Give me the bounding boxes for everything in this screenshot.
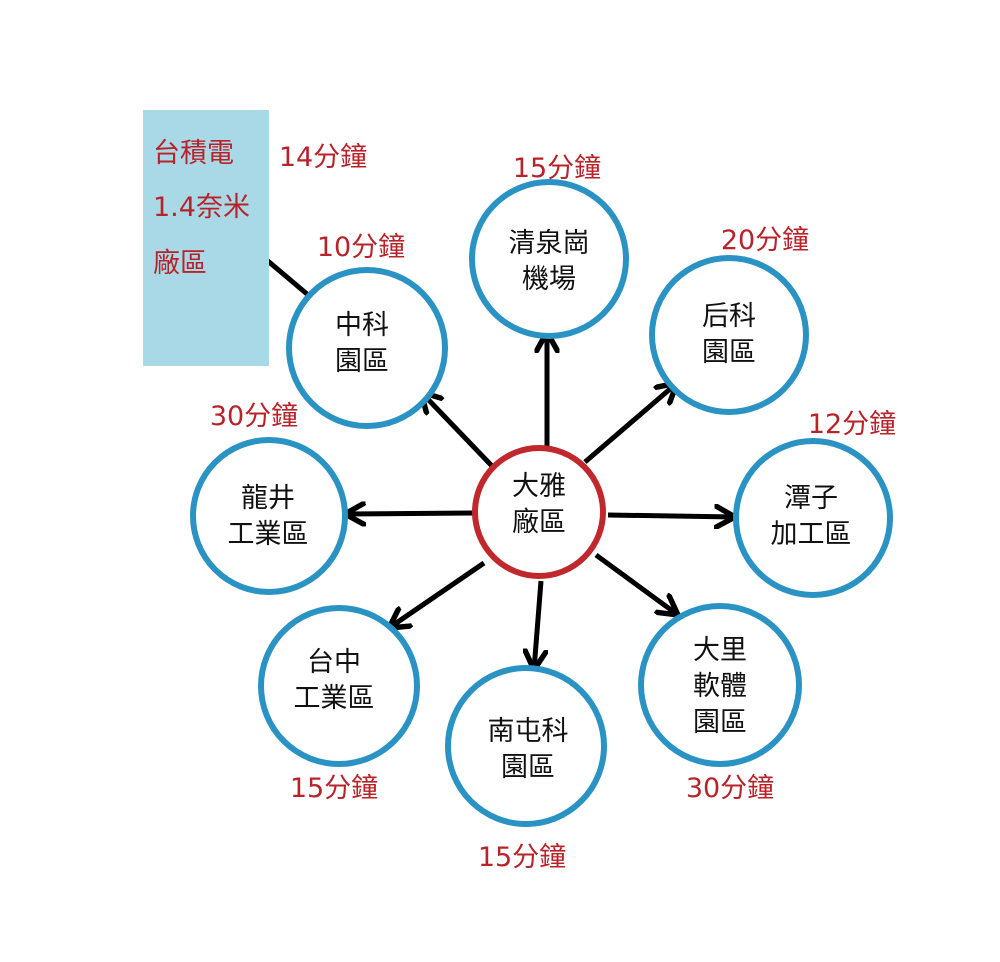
tsmc-line2: 1.4奈米 <box>153 192 250 223</box>
hub-label-line1: 大雅 <box>512 471 566 502</box>
node-label-line3: 園區 <box>693 707 747 738</box>
node-label-line1: 潭子 <box>784 483 838 514</box>
tsmc-line1: 台積電 <box>153 138 234 169</box>
node-label-nantun-park: 南屯科 園區 <box>488 714 569 786</box>
time-label-tsmc: 14分鐘 <box>278 142 368 173</box>
arrow-to-houli-park <box>583 383 677 464</box>
node-label-houli-park: 后科 園區 <box>702 299 756 371</box>
time-label-taichung-ip: 15分鐘 <box>289 773 379 804</box>
time-label-central-park: 10分鐘 <box>316 232 406 263</box>
node-label-line2: 工業區 <box>227 519 309 550</box>
node-label-line1: 南屯科 <box>487 716 569 747</box>
node-ring-tanzi-epz <box>733 438 893 598</box>
node-label-line1: 中科 <box>335 310 389 341</box>
time-label-longjing-ip: 30分鐘 <box>209 401 299 432</box>
node-label-dali-software: 大里 軟體 園區 <box>693 633 747 741</box>
time-label-dali-software: 30分鐘 <box>685 773 775 804</box>
node-label-line2: 園區 <box>335 346 389 377</box>
node-label-line1: 大里 <box>693 635 747 666</box>
time-label-houli-park: 20分鐘 <box>720 225 810 256</box>
node-ring-cck-airport <box>469 179 629 339</box>
tsmc-highlight-box <box>143 110 269 366</box>
node-label-line1: 后科 <box>702 301 756 332</box>
node-label-line2: 園區 <box>702 337 756 368</box>
arrow-to-dali-software <box>594 552 678 615</box>
node-label-taichung-ip: 台中 工業區 <box>294 645 375 717</box>
node-label-line2: 加工區 <box>770 519 852 550</box>
node-label-cck-airport: 清泉崗 機場 <box>509 226 590 298</box>
node-label-central-park: 中科 園區 <box>335 308 389 380</box>
node-label-tanzi-epz: 潭子 加工區 <box>771 481 852 553</box>
arrow-to-central-park <box>421 392 494 468</box>
node-label-line1: 清泉崗 <box>508 228 590 259</box>
hub-label: 大雅 廠區 <box>512 469 566 541</box>
node-ring-houli-park <box>649 255 809 415</box>
arrow-to-nantun-park <box>534 580 541 670</box>
tsmc-line3: 廠區 <box>153 248 207 279</box>
node-label-line1: 龍井 <box>241 483 295 514</box>
arrow-to-longjing-ip <box>345 513 474 514</box>
node-ring-dali-software <box>638 603 802 767</box>
node-label-longjing-ip: 龍井 工業區 <box>228 481 309 553</box>
node-label-line2: 機場 <box>522 264 576 295</box>
node-ring-central-park <box>286 267 448 429</box>
node-ring-longjing-ip <box>190 437 348 595</box>
time-label-cck-airport: 15分鐘 <box>512 153 602 184</box>
node-label-line2: 工業區 <box>293 683 375 714</box>
hub-ring <box>472 445 606 579</box>
time-label-tanzi-epz: 12分鐘 <box>807 409 897 440</box>
node-ring-taichung-ip <box>258 605 420 767</box>
node-label-line2: 園區 <box>501 752 555 783</box>
node-label-line1: 台中 <box>307 647 361 678</box>
arrow-to-taichung-ip <box>389 560 486 628</box>
arrow-to-tanzi-epz <box>607 515 735 517</box>
node-ring-nantun-park <box>445 665 607 827</box>
node-label-line2: 軟體 <box>693 671 747 702</box>
hub-label-line2: 廠區 <box>512 507 566 538</box>
time-label-nantun-park: 15分鐘 <box>477 842 567 873</box>
